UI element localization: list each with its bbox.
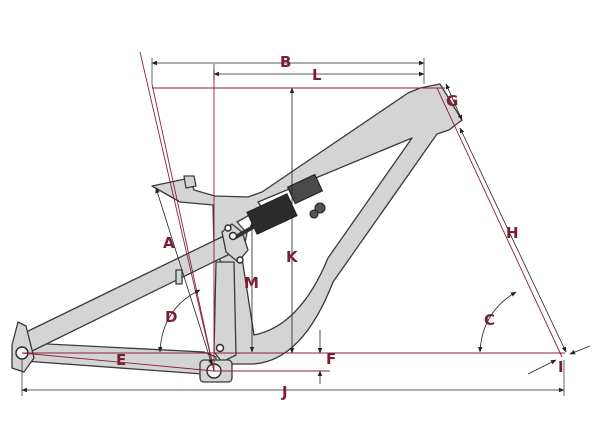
head-angle-arc bbox=[478, 291, 517, 353]
label-e: E bbox=[116, 351, 126, 369]
link-pivot bbox=[236, 256, 244, 264]
label-c: C bbox=[484, 311, 495, 329]
label-i: I bbox=[558, 358, 564, 376]
head-tube-axis-line bbox=[436, 87, 563, 358]
seat-tube-extended-line bbox=[151, 83, 215, 372]
label-l: L bbox=[312, 66, 322, 84]
dimension-i-arrow-2 bbox=[569, 345, 591, 355]
label-d: D bbox=[165, 308, 177, 326]
kickstand-tab bbox=[175, 269, 183, 285]
dimension-h-arrow bbox=[459, 127, 567, 353]
seat-stay bbox=[19, 231, 243, 353]
label-m: M bbox=[244, 274, 259, 292]
upper-shock-pivot bbox=[224, 224, 232, 232]
main-pivot bbox=[215, 343, 225, 353]
label-k: K bbox=[286, 248, 299, 266]
label-j: J bbox=[281, 383, 288, 401]
dimension-labels: A B C D E F G H I J K L M bbox=[116, 53, 564, 401]
dimension-i-arrow bbox=[527, 359, 557, 375]
dimension-g-arrow bbox=[445, 83, 463, 121]
label-h: H bbox=[506, 224, 519, 242]
label-g: G bbox=[446, 92, 458, 110]
rocker-pivot bbox=[228, 231, 238, 241]
label-a: A bbox=[163, 234, 175, 252]
label-b: B bbox=[280, 53, 291, 71]
bike-frame bbox=[11, 83, 463, 383]
shock-adjuster-knob-2 bbox=[309, 209, 319, 219]
dimension-lines bbox=[21, 51, 591, 396]
shock-adjuster-knob bbox=[314, 202, 326, 214]
seat-clamp-tab bbox=[183, 175, 197, 189]
dimension-a-arrow bbox=[155, 187, 213, 366]
label-f: F bbox=[326, 350, 336, 368]
seat-angle-arc bbox=[157, 289, 201, 353]
chainstay-line bbox=[21, 352, 215, 372]
